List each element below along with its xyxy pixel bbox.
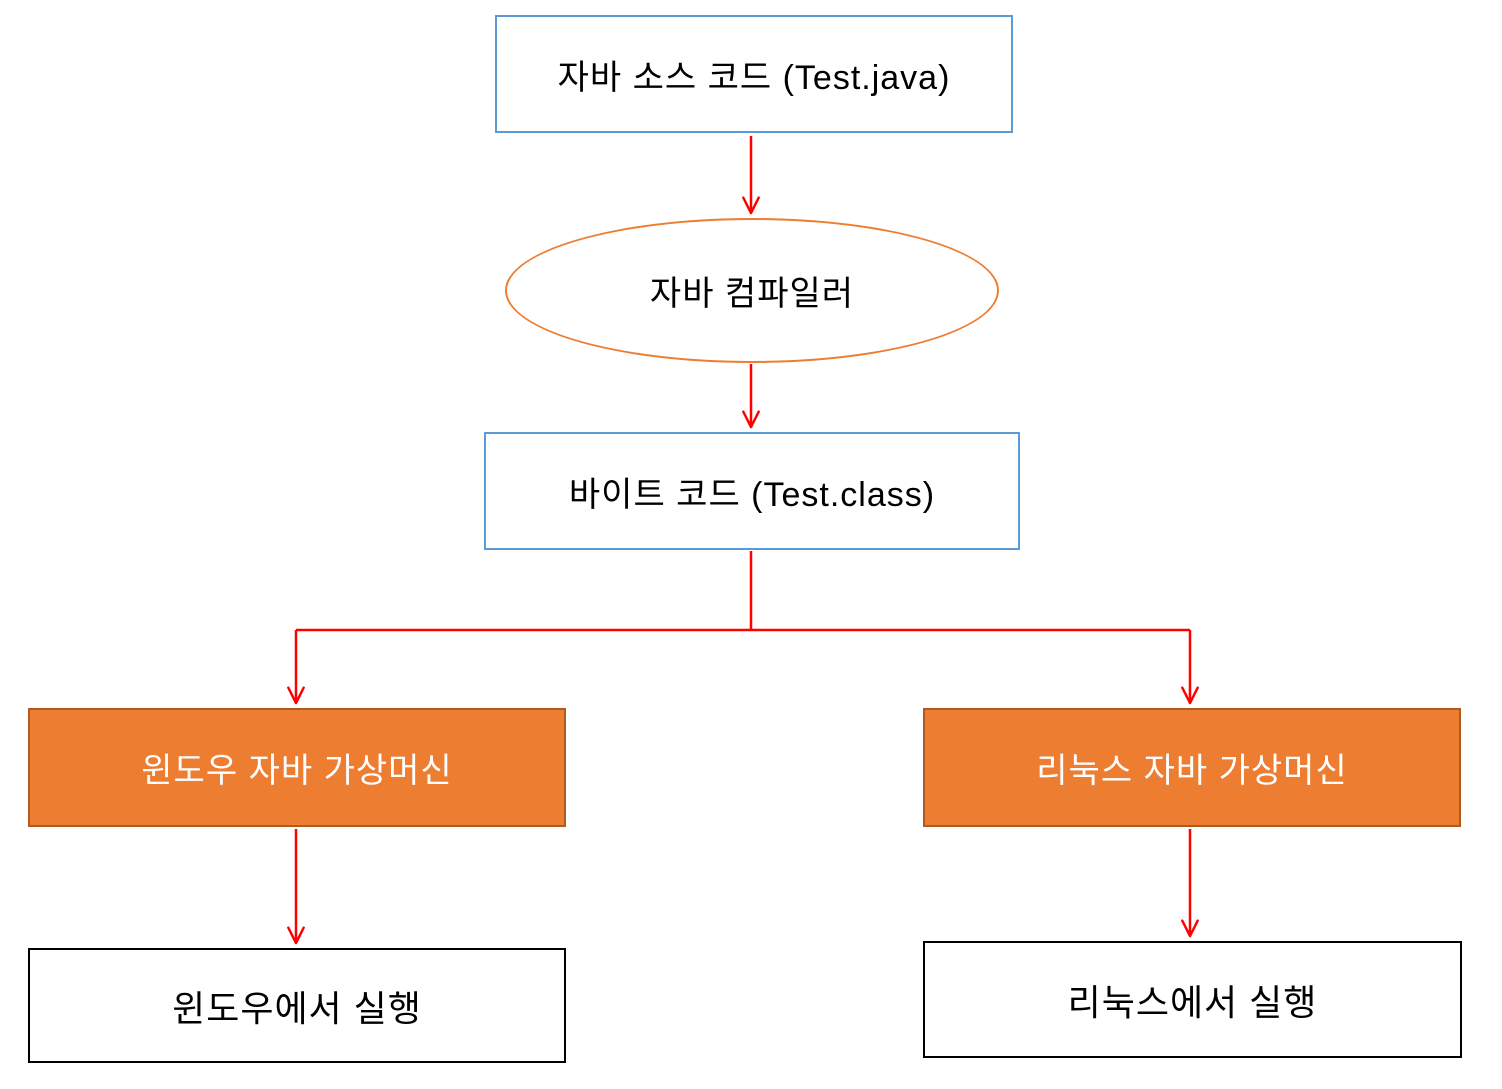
node-byte-code: 바이트 코드 (Test.class)	[484, 432, 1020, 550]
node-windows-jvm-label: 윈도우 자바 가상머신	[141, 752, 453, 790]
node-linux-jvm-label: 리눅스 자바 가상머신	[1036, 752, 1348, 790]
node-linux-jvm: 리눅스 자바 가상머신	[923, 708, 1461, 827]
node-byte-code-label: 바이트 코드 (Test.class)	[568, 475, 936, 514]
node-java-source-code-label: 자바 소스 코드 (Test.java)	[557, 58, 951, 97]
node-run-on-windows: 윈도우에서 실행	[28, 948, 566, 1063]
node-run-on-windows-label: 윈도우에서 실행	[172, 987, 422, 1029]
node-windows-jvm: 윈도우 자바 가상머신	[28, 708, 566, 827]
node-java-compiler-label: 자바 컴파일러	[649, 275, 855, 313]
node-java-source-code: 자바 소스 코드 (Test.java)	[495, 15, 1013, 133]
node-java-compiler: 자바 컴파일러	[505, 218, 999, 363]
node-run-on-linux-label: 리눅스에서 실행	[1067, 981, 1318, 1023]
branch-connector	[296, 551, 1190, 632]
node-run-on-linux: 리눅스에서 실행	[923, 941, 1462, 1058]
